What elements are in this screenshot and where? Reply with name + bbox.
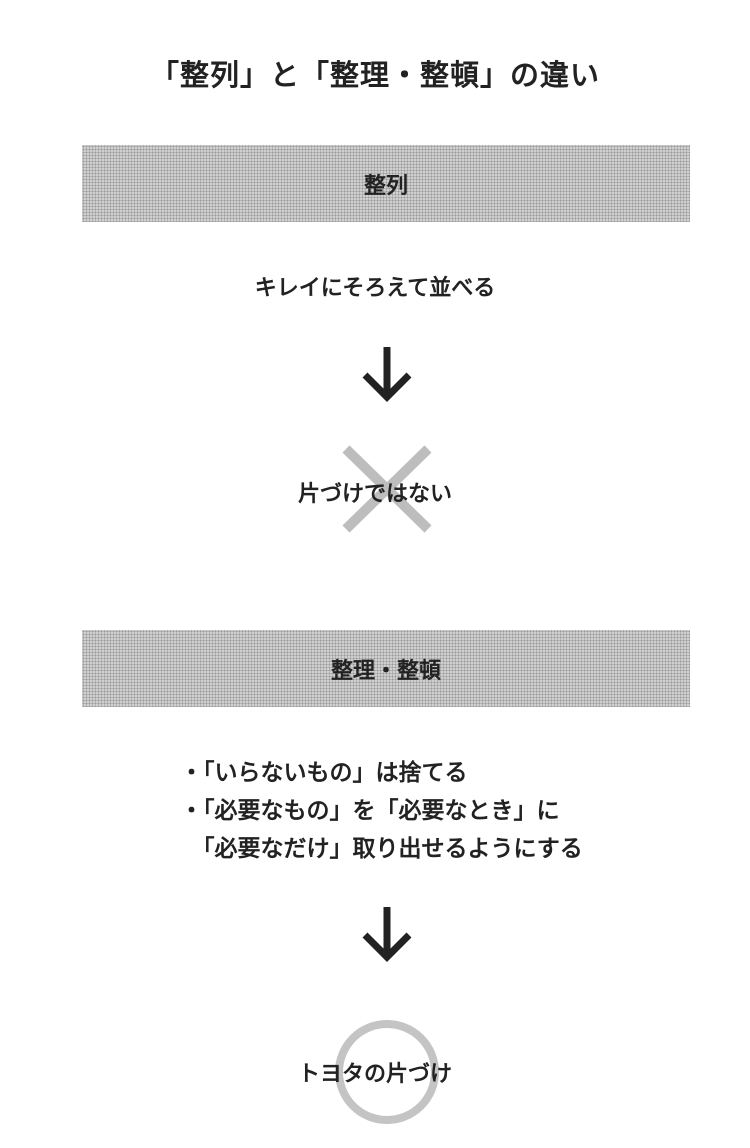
circle-icon — [335, 1020, 439, 1124]
cross-icon — [342, 445, 432, 533]
bullet-item: ・「必要なもの」を「必要なとき」に — [180, 798, 560, 824]
seiri-seiton-bullet-list: ・「いらないもの」は捨てる ・「必要なもの」を「必要なとき」に 「必要なだけ」取… — [180, 754, 583, 868]
seiri-seiton-result: トヨタの片づけ — [297, 1062, 452, 1087]
section-header-seiretsu: 整列 — [82, 145, 690, 222]
arrow-down-icon — [362, 347, 412, 402]
seiretsu-result: 片づけではない — [297, 482, 452, 507]
bullet-item: 「必要なだけ」取り出せるようにする — [180, 836, 583, 862]
section-header-label: 整列 — [363, 173, 408, 199]
seiretsu-description: キレイにそろえて並べる — [254, 276, 496, 301]
arrow-down-icon — [362, 907, 412, 962]
section-header-seiri-seiton: 整理・整頓 — [82, 630, 690, 707]
bullet-item: ・「いらないもの」は捨てる — [180, 760, 468, 786]
section-header-label: 整理・整頓 — [330, 658, 441, 684]
page-title: 「整列」と「整理・整頓」の違い — [149, 58, 600, 92]
